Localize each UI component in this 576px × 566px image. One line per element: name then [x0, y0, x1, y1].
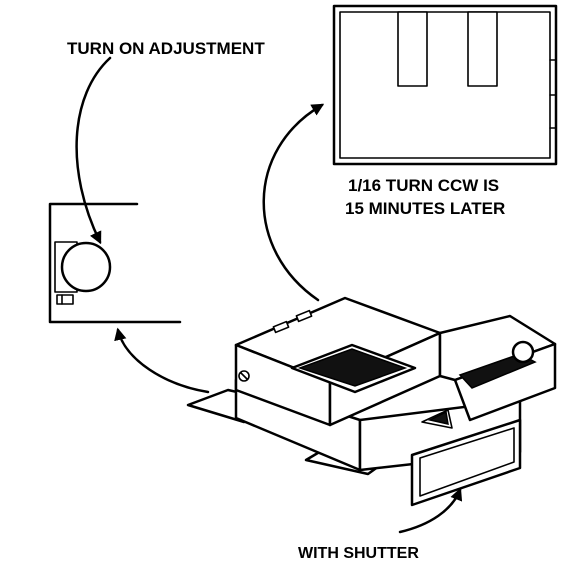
with-shutter-label: WITH SHUTTER — [298, 545, 419, 562]
adjustment-closeup-inset — [332, 4, 558, 166]
adjustment-knob — [60, 241, 112, 293]
arrow-to-shutter — [398, 487, 463, 534]
ccw-note-line-1: 1/16 TURN CCW IS — [348, 176, 499, 195]
timer-unit — [186, 296, 557, 507]
closeup-slot-left — [397, 11, 428, 87]
shutter-channel — [410, 418, 522, 507]
bracket-hole — [511, 340, 535, 364]
arrow-to-knob — [75, 56, 112, 245]
closeup-slot-right — [467, 11, 498, 87]
adjustment-side-detail — [48, 202, 182, 324]
arrow-to-closeup — [262, 103, 325, 302]
arrow-from-unit-to-detail — [114, 327, 210, 394]
ccw-note-line-2: 15 MINUTES LATER — [345, 199, 505, 218]
turn-on-adjustment-label: TURN ON ADJUSTMENT — [67, 39, 265, 58]
